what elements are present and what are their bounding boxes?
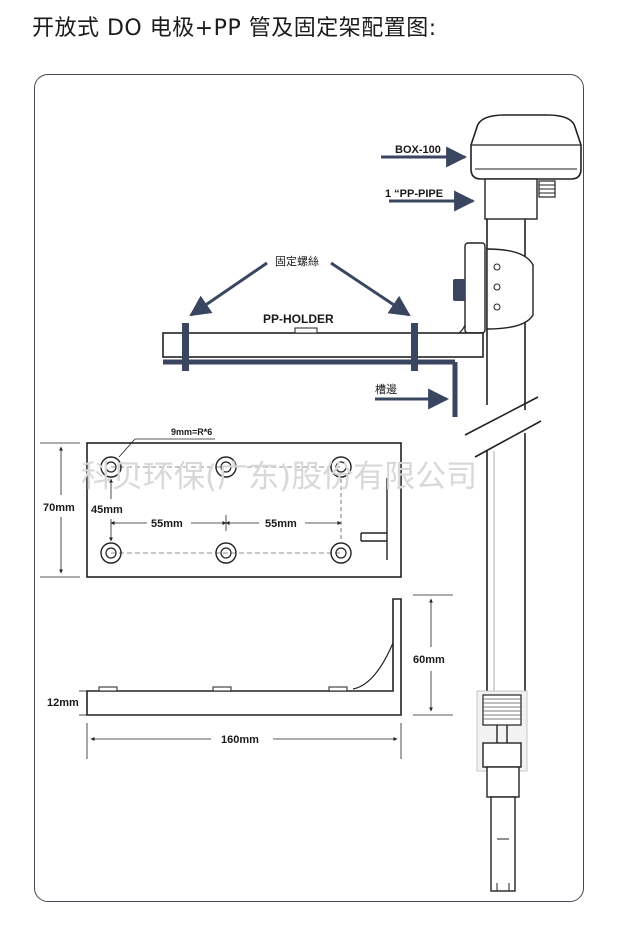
label-groove-edge: 槽邊 xyxy=(375,382,397,396)
label-pp-holder: PP-HOLDER xyxy=(263,312,334,326)
label-dim-160mm: 160mm xyxy=(221,734,259,746)
pp-holder-side-view xyxy=(162,323,484,417)
callout-arrows xyxy=(189,146,476,410)
label-dim-12mm: 12mm xyxy=(47,697,79,709)
label-hole-spec: 9mm=R*6 xyxy=(171,427,212,437)
page-title: 开放式 DO 电极+PP 管及固定架配置图: xyxy=(32,16,437,41)
label-dim-45mm: 45mm xyxy=(91,504,123,516)
label-dim-60mm: 60mm xyxy=(413,654,445,666)
label-fixing-screws: 固定螺絲 xyxy=(275,254,319,268)
pipe-clamp xyxy=(444,242,534,338)
box-100-housing xyxy=(470,114,582,220)
diagram-frame: BOX-100 1 “PP-PIPE 固定螺絲 PP-HOLDER 槽邊 9mm… xyxy=(34,74,584,902)
label-dim-70mm: 70mm xyxy=(43,502,75,514)
do-probe xyxy=(476,690,528,892)
l-bracket-front-view xyxy=(86,598,402,716)
dimension-lines xyxy=(40,438,453,759)
label-pp-pipe: 1 “PP-PIPE xyxy=(385,188,443,200)
watermark: 科贝环保(广东)股份有限公司 xyxy=(81,459,477,495)
configuration-diagram: BOX-100 1 “PP-PIPE 固定螺絲 PP-HOLDER 槽邊 9mm… xyxy=(40,114,582,892)
pp-holder-top-view xyxy=(86,442,402,578)
label-box-100: BOX-100 xyxy=(395,144,441,156)
label-dim-55mm-right: 55mm xyxy=(265,518,297,530)
label-dim-55mm-left: 55mm xyxy=(151,518,183,530)
